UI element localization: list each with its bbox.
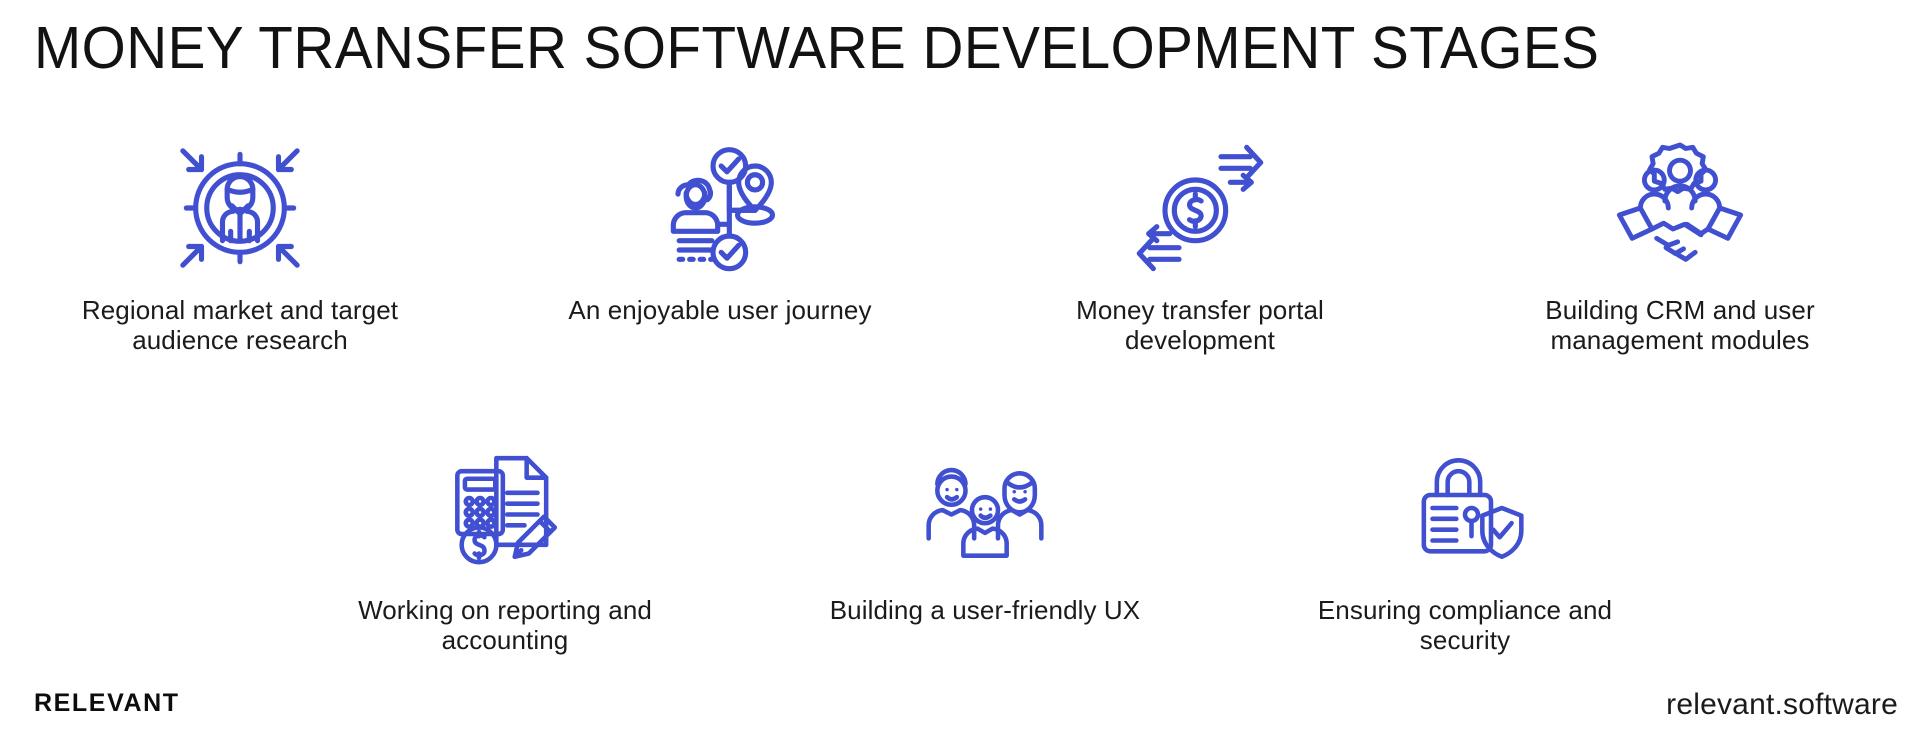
stage-label: An enjoyable user journey bbox=[568, 295, 872, 325]
stage-label: Money transfer portal development bbox=[1076, 295, 1324, 355]
group-of-users-icon bbox=[920, 438, 1050, 578]
target-person-icon bbox=[170, 138, 310, 278]
calculator-invoice-icon bbox=[440, 438, 570, 578]
money-transfer-coin-icon bbox=[1130, 138, 1270, 278]
stage-item-user-friendly-ux: Building a user-friendly UX bbox=[745, 438, 1225, 655]
page-title: MONEY TRANSFER SOFTWARE DEVELOPMENT STAG… bbox=[34, 15, 1600, 81]
stage-item-reporting-accounting: Working on reporting and accounting bbox=[265, 438, 745, 655]
stage-item-user-journey: An enjoyable user journey bbox=[480, 138, 960, 355]
stage-item-crm-modules: Building CRM and user management modules bbox=[1440, 138, 1920, 355]
handshake-crm-users-icon bbox=[1610, 138, 1750, 278]
relevant-logo: RELEVANT bbox=[34, 689, 180, 717]
stage-label: Ensuring compliance and security bbox=[1317, 595, 1613, 655]
stage-row-bottom: Working on reporting and accounting bbox=[0, 438, 1920, 655]
stage-label: Building CRM and user management modules bbox=[1545, 295, 1815, 355]
stage-label: Working on reporting and accounting bbox=[358, 595, 652, 655]
stage-label: Regional market and target audience rese… bbox=[81, 295, 399, 355]
website-url: relevant.software bbox=[1666, 688, 1898, 721]
user-journey-map-icon bbox=[650, 138, 790, 278]
stage-row-top: Regional market and target audience rese… bbox=[0, 138, 1920, 355]
stage-item-regional-market-research: Regional market and target audience rese… bbox=[0, 138, 480, 355]
stage-item-compliance-security: Ensuring compliance and security bbox=[1225, 438, 1705, 655]
stage-label: Building a user-friendly UX bbox=[829, 595, 1141, 625]
stage-item-money-transfer-portal: Money transfer portal development bbox=[960, 138, 1440, 355]
padlock-shield-icon bbox=[1400, 438, 1530, 578]
